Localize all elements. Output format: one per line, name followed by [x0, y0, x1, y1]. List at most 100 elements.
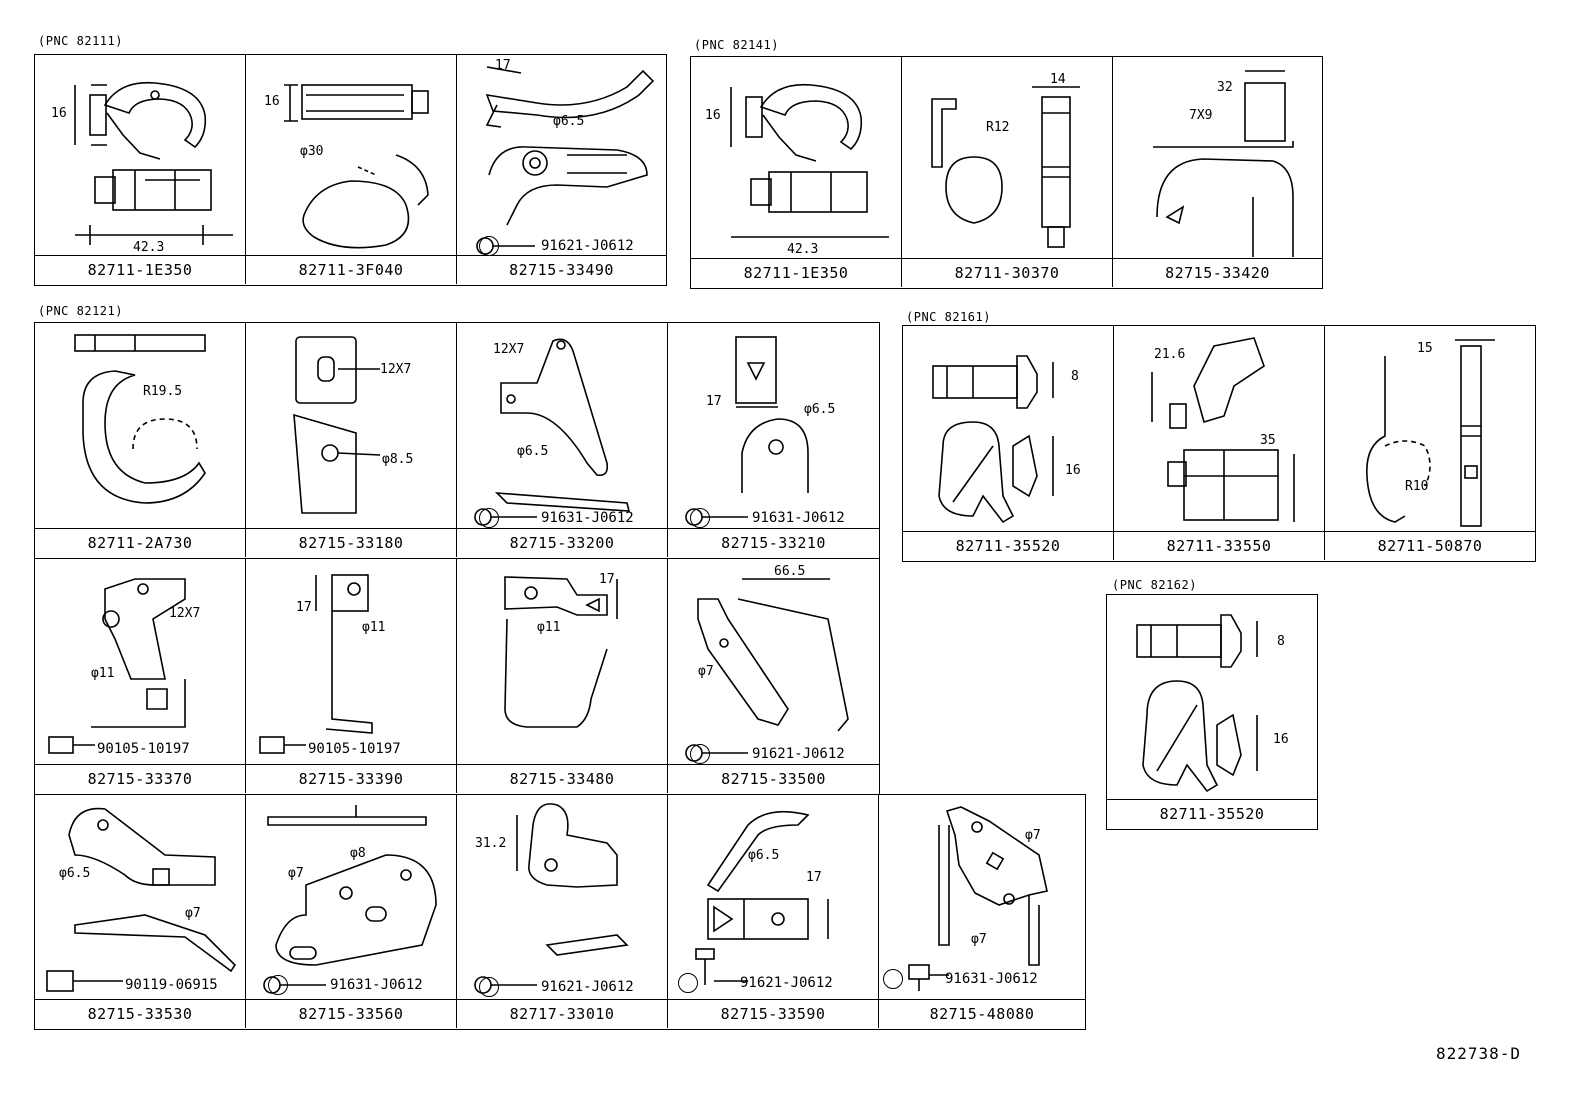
group-pnc-82121-row1: R19.5 82711-2A730 12X7 φ8.5 82715-33180: [34, 322, 880, 559]
dimension-label: φ11: [362, 620, 386, 635]
clamp-ring-drawing: [931, 86, 1080, 248]
dimension-label: φ6.5: [553, 114, 585, 129]
dimension-label: φ7: [1025, 828, 1041, 843]
part-cell[interactable]: 17 φ11 90105-10197 82715-33390: [246, 559, 457, 793]
part-cell[interactable]: 16 φ30 82711-3F040: [246, 55, 457, 284]
part-number: 82715-48080: [879, 999, 1085, 1028]
group-pnc-82121-row3: φ6.5 φ7 90119-06915 82715-33530 φ7 φ8 91…: [34, 794, 1086, 1030]
clamp-ring-drawing: [74, 334, 206, 504]
part-number: 82715-33500: [668, 764, 879, 793]
bolt-marker-icon: [690, 744, 710, 764]
dimension-label: 17: [706, 394, 722, 409]
fastener-part-number: 90119-06915: [125, 977, 218, 993]
part-cell[interactable]: 12X7 φ6.5 91631-J0612 82715-33200: [457, 323, 668, 557]
bracket-drawing: [46, 807, 237, 992]
part-cell[interactable]: φ7 φ7 91631-J0612 82715-48080: [879, 795, 1085, 1028]
group-pnc-82162: 8 16 82711-35520: [1106, 594, 1318, 830]
dimension-label: φ30: [300, 144, 324, 159]
part-cell[interactable]: 8 16 82711-35520: [1107, 595, 1317, 828]
dimension-label: φ6.5: [517, 444, 549, 459]
bolt-marker-icon: [479, 508, 499, 528]
clip-drawing: [932, 355, 1054, 524]
part-cell[interactable]: φ6.5 φ7 90119-06915 82715-33530: [35, 795, 246, 1028]
dimension-label: φ7: [288, 866, 304, 881]
dimension-label: 12X7: [493, 342, 525, 357]
part-number: 82711-35520: [903, 531, 1113, 560]
pnc-label-82141: (PNC 82141): [694, 38, 779, 52]
dimension-label: 66.5: [774, 564, 806, 579]
fastener-part-number: 91631-J0612: [690, 508, 845, 528]
fastener-part-number: 91631-J0612: [479, 508, 634, 528]
bracket-drawing: [685, 336, 809, 526]
dimension-label: R12: [986, 120, 1010, 135]
part-cell[interactable]: 31.2 91621-J0612 82717-33010: [457, 795, 668, 1028]
dimension-label: 31.2: [475, 836, 507, 851]
part-cell[interactable]: 17 φ6.5 91631-J0612 82715-33210: [668, 323, 879, 557]
fastener-part-number: 91621-J0612: [479, 977, 634, 997]
bracket-plate-drawing: [293, 336, 381, 514]
part-cell[interactable]: 16 42.3 82711-1E350: [35, 55, 246, 284]
dimension-label: 16: [1065, 463, 1081, 478]
clamp-clip-drawing: [730, 83, 889, 238]
dimension-label: 17: [495, 58, 511, 73]
bracket-drawing: [695, 810, 829, 985]
dimension-label: φ6.5: [804, 402, 836, 417]
bracket-drawing: [474, 338, 631, 526]
dimension-label: 16: [264, 94, 280, 109]
part-cell[interactable]: 17 φ6.5 91621-J0612 82715-33490: [457, 55, 666, 284]
part-cell[interactable]: 66.5 φ7 91621-J0612 82715-33500: [668, 559, 879, 793]
part-cell[interactable]: 16 42.3 82711-1E350: [691, 57, 902, 287]
part-number: 82711-3F040: [246, 255, 456, 284]
dimension-label: φ7: [971, 932, 987, 947]
dimension-label: 8: [1071, 369, 1079, 384]
dimension-label: φ6.5: [748, 848, 780, 863]
part-cell[interactable]: 17 φ11 82715-33480: [457, 559, 668, 793]
bolt-marker-icon: [268, 975, 288, 995]
part-number: 82711-1E350: [691, 258, 901, 287]
clamp-drawing: [1366, 339, 1495, 527]
clamp-ring-drawing: [284, 84, 429, 249]
part-cell[interactable]: 12X7 φ11 90105-10197 82715-33370: [35, 559, 246, 793]
group-pnc-82111: 16 42.3 82711-1E350 16 φ30 82711-3F040: [34, 54, 667, 286]
part-cell[interactable]: 21.6 35 82711-33550: [1114, 326, 1325, 560]
fastener-part-number: 91631-J0612: [268, 975, 423, 995]
bracket-drawing: [474, 803, 629, 994]
part-cell[interactable]: 32 7X9 82715-33420: [1113, 57, 1322, 287]
dimension-label: 8: [1277, 634, 1285, 649]
part-cell[interactable]: 15 R10 82711-50870: [1325, 326, 1535, 560]
bracket-drawing: [908, 806, 1048, 991]
fastener-part-number: 91621-J0612: [690, 744, 845, 764]
dimension-label: 16: [705, 108, 721, 123]
part-cell[interactable]: 8 16 82711-35520: [903, 326, 1114, 560]
dimension-label: φ6.5: [59, 866, 91, 881]
pnc-label-82161: (PNC 82161): [906, 310, 991, 324]
dimension-label: φ7: [698, 664, 714, 679]
dimension-label: 15: [1417, 341, 1433, 356]
dimension-label: 12X7: [169, 606, 201, 621]
pnc-label-82111: (PNC 82111): [38, 34, 123, 48]
dimension-label: φ11: [537, 620, 561, 635]
dimension-label: 12X7: [380, 362, 412, 377]
bracket-drawing: [1153, 70, 1294, 257]
part-number: 82711-35520: [1107, 799, 1317, 828]
bolt-marker-icon: [883, 969, 903, 989]
part-number: 82715-33480: [457, 764, 667, 793]
dimension-label: 7X9: [1189, 108, 1213, 123]
part-number: 82715-33390: [246, 764, 456, 793]
dimension-label: R19.5: [143, 384, 183, 399]
part-cell[interactable]: 12X7 φ8.5 82715-33180: [246, 323, 457, 557]
part-number: 82715-33530: [35, 999, 245, 1028]
bracket-drawing: [504, 576, 618, 728]
part-cell[interactable]: R19.5 82711-2A730: [35, 323, 246, 557]
part-cell[interactable]: 14 R12 82711-30370: [902, 57, 1113, 287]
part-cell[interactable]: φ7 φ8 91631-J0612 82715-33560: [246, 795, 457, 1028]
part-number: 82715-33560: [246, 999, 456, 1028]
part-number: 82715-33200: [457, 528, 667, 557]
bolt-marker-icon: [690, 508, 710, 528]
dimension-label: 17: [806, 870, 822, 885]
part-cell[interactable]: φ6.5 17 91621-J0612 82715-33590: [668, 795, 879, 1028]
dimension-label: φ11: [91, 666, 115, 681]
part-number: 82715-33180: [246, 528, 456, 557]
clamp-clip-drawing: [74, 81, 233, 245]
dimension-label: φ8.5: [382, 452, 414, 467]
